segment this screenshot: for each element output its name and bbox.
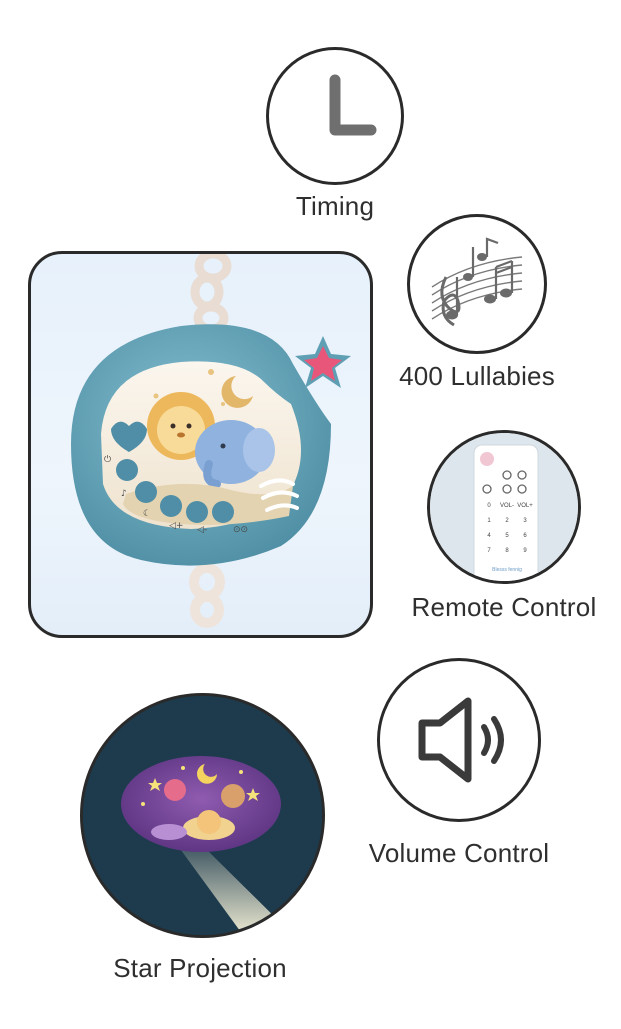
clock-icon <box>329 74 377 136</box>
remote-key: 7 <box>487 548 491 554</box>
music-notes-icon <box>431 237 523 327</box>
product-photo: ⏻ ♪ ☾ ◁+ ◁- ⊙⊙ <box>28 251 373 638</box>
remote-key: 0 <box>487 503 491 509</box>
speaker-icon <box>418 697 504 783</box>
remote-keypad: 0 VOL- VOL+ 1 2 3 4 5 6 7 8 9 <box>480 503 534 554</box>
remote-label: Remote Control <box>411 592 597 622</box>
volume-label: Volume Control <box>368 838 550 868</box>
remote-key: 3 <box>523 518 527 524</box>
remote-key: VOL+ <box>517 503 533 509</box>
svg-text:☾: ☾ <box>143 509 151 519</box>
baby-mobile-music-box: ⏻ ♪ ☾ ◁+ ◁- ⊙⊙ <box>71 254 351 628</box>
remote-control-icon <box>430 433 578 581</box>
lullabies-circle <box>407 214 547 354</box>
remote-brand: Blesss fennig <box>492 567 522 573</box>
remote-key: 9 <box>523 548 527 554</box>
projection-label: Star Projection <box>113 953 287 983</box>
timing-circle <box>266 47 404 185</box>
remote-key: 5 <box>505 533 509 539</box>
remote-key: 1 <box>487 518 491 524</box>
remote-key: 6 <box>523 533 527 539</box>
svg-text:◁+: ◁+ <box>169 521 183 531</box>
volume-circle <box>377 658 541 822</box>
remote-key: 2 <box>505 518 509 524</box>
projector-scene-icon <box>83 696 322 935</box>
projection-circle <box>80 693 325 938</box>
svg-text:⏻: ⏻ <box>104 454 111 465</box>
remote-circle: 0 VOL- VOL+ 1 2 3 4 5 6 7 8 9 Blesss fen… <box>427 430 581 584</box>
remote-key: 8 <box>505 548 509 554</box>
remote-key: 4 <box>487 533 491 539</box>
remote-key: VOL- <box>499 503 514 509</box>
svg-text:♪: ♪ <box>121 489 127 499</box>
timing-label: Timing <box>295 191 375 221</box>
svg-text:◁-: ◁- <box>197 525 207 535</box>
lullabies-label: 400 Lullabies <box>399 361 555 391</box>
svg-text:⊙⊙: ⊙⊙ <box>233 525 248 535</box>
